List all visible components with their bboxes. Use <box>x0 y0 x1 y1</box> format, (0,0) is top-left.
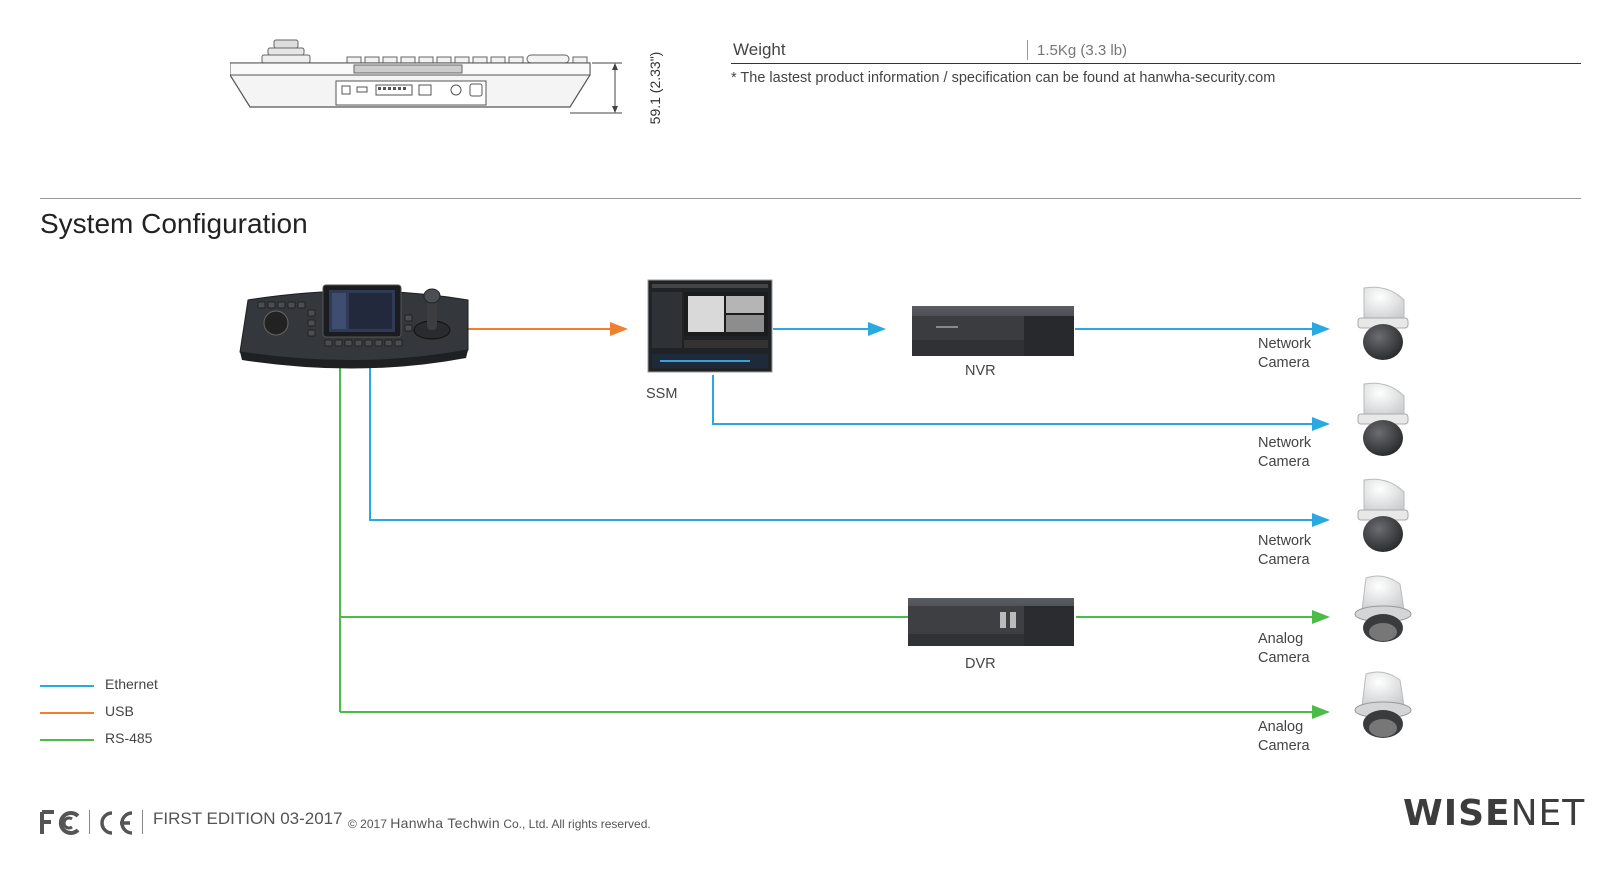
cert-divider-1 <box>89 810 90 834</box>
legend-ethernet-label: Ethernet <box>105 676 158 692</box>
weight-value: 1.5Kg (3.3 lb) <box>1037 42 1128 59</box>
usb-link-keyboard-ssm <box>468 322 628 336</box>
section-divider <box>40 198 1581 199</box>
camera-label-2-line1: Network <box>1258 435 1312 451</box>
network-camera-1 <box>1357 286 1409 360</box>
copyright-prefix: © 2017 <box>348 817 387 831</box>
legend-rs485-swatch <box>40 739 94 741</box>
wisenet-logo: WISENET <box>1403 793 1585 834</box>
edition-text: FIRST EDITION 03-2017 <box>153 809 343 828</box>
copyright-brand: Hanwha Techwin <box>390 815 500 831</box>
weight-spec-row: Weight 1.5Kg (3.3 lb) <box>731 38 1581 64</box>
footer: FIRST EDITION 03-2017 © 2017 Hanwha Tech… <box>40 806 840 836</box>
copyright-suffix: Co., Ltd. All rights reserved. <box>503 817 651 831</box>
copyright-text: © 2017 Hanwha Techwin Co., Ltd. All righ… <box>348 815 651 831</box>
camera-label-5: Analog Camera <box>1258 718 1338 756</box>
network-camera-2 <box>1357 382 1409 456</box>
camera-label-5-line2: Camera <box>1258 738 1310 754</box>
legend-ethernet: Ethernet <box>40 675 240 695</box>
keyboard-rear-view <box>230 39 622 114</box>
camera-label-1: Network Camera <box>1258 335 1338 373</box>
dvr-label: DVR <box>965 656 996 672</box>
legend-ethernet-swatch <box>40 685 94 687</box>
camera-label-4-line2: Camera <box>1258 650 1310 666</box>
analog-camera-1 <box>1354 575 1412 642</box>
ssm-monitor <box>647 279 773 373</box>
fcc-mark-icon <box>40 810 80 835</box>
camera-label-3-line2: Camera <box>1258 552 1310 568</box>
ethernet-link-ssm-camera-2 <box>712 375 1330 431</box>
spec-footnote: * The lastest product information / spec… <box>731 70 1276 86</box>
legend-usb-swatch <box>40 712 94 714</box>
spec-divider <box>1027 40 1028 60</box>
camera-label-4: Analog Camera <box>1258 630 1338 668</box>
weight-label: Weight <box>733 40 786 59</box>
camera-label-2-line2: Camera <box>1258 454 1310 470</box>
camera-label-4-line1: Analog <box>1258 631 1304 647</box>
camera-label-3-line1: Network <box>1258 533 1312 549</box>
logo-light-part: NET <box>1510 793 1586 834</box>
legend-rs485: RS-485 <box>40 729 240 749</box>
camera-label-3: Network Camera <box>1258 532 1338 570</box>
camera-label-1-line2: Camera <box>1258 355 1310 371</box>
rs485-link-keyboard-camera-5 <box>340 705 1330 719</box>
network-camera-3 <box>1357 478 1409 552</box>
camera-label-2: Network Camera <box>1258 434 1338 472</box>
legend-rs485-label: RS-485 <box>105 730 153 746</box>
dvr-unit <box>908 598 1074 646</box>
ethernet-link-nvr-camera-1 <box>1075 322 1330 336</box>
section-title: System Configuration <box>40 208 308 239</box>
nvr-unit <box>912 306 1074 356</box>
logo-bold-part: WISE <box>1403 793 1511 834</box>
camera-label-5-line1: Analog <box>1258 719 1304 735</box>
ssm-label: SSM <box>646 386 678 402</box>
analog-camera-2 <box>1354 671 1412 738</box>
ethernet-link-ssm-nvr <box>773 322 886 336</box>
legend-usb: USB <box>40 702 240 722</box>
ce-mark-icon <box>100 811 133 835</box>
nvr-label: NVR <box>965 363 996 379</box>
keyboard-controller <box>239 284 469 369</box>
legend-usb-label: USB <box>105 703 134 719</box>
rs485-link-keyboard-dvr <box>339 362 1330 712</box>
ethernet-link-keyboard-camera-3 <box>369 362 1330 527</box>
cert-divider-2 <box>142 810 143 834</box>
camera-label-1-line1: Network <box>1258 336 1312 352</box>
